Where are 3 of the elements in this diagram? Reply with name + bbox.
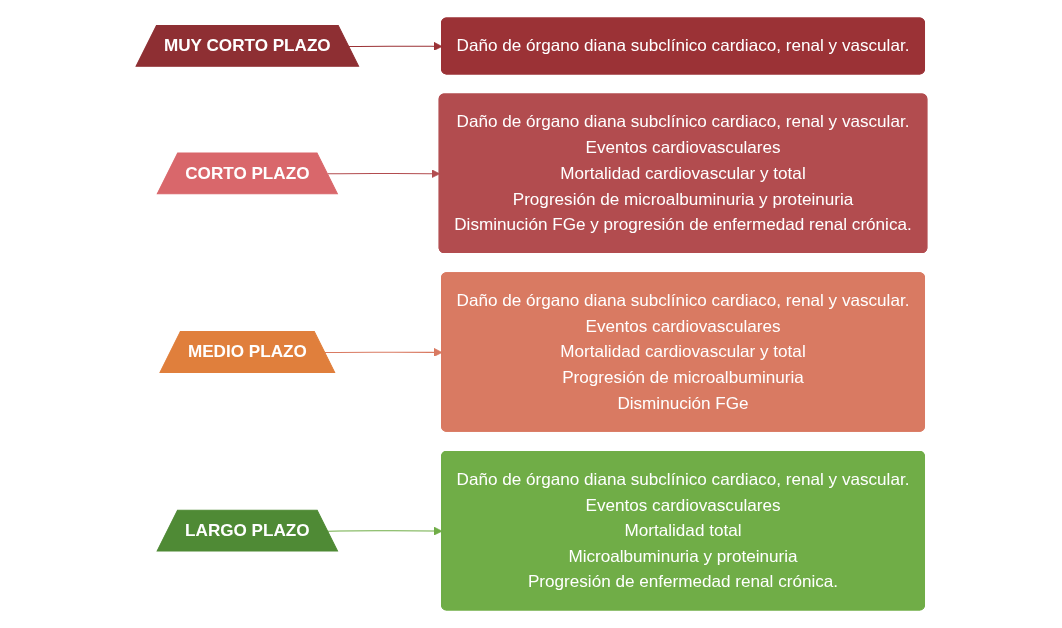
arrow — [324, 347, 442, 357]
arrow — [326, 526, 442, 536]
arrow — [347, 41, 442, 51]
